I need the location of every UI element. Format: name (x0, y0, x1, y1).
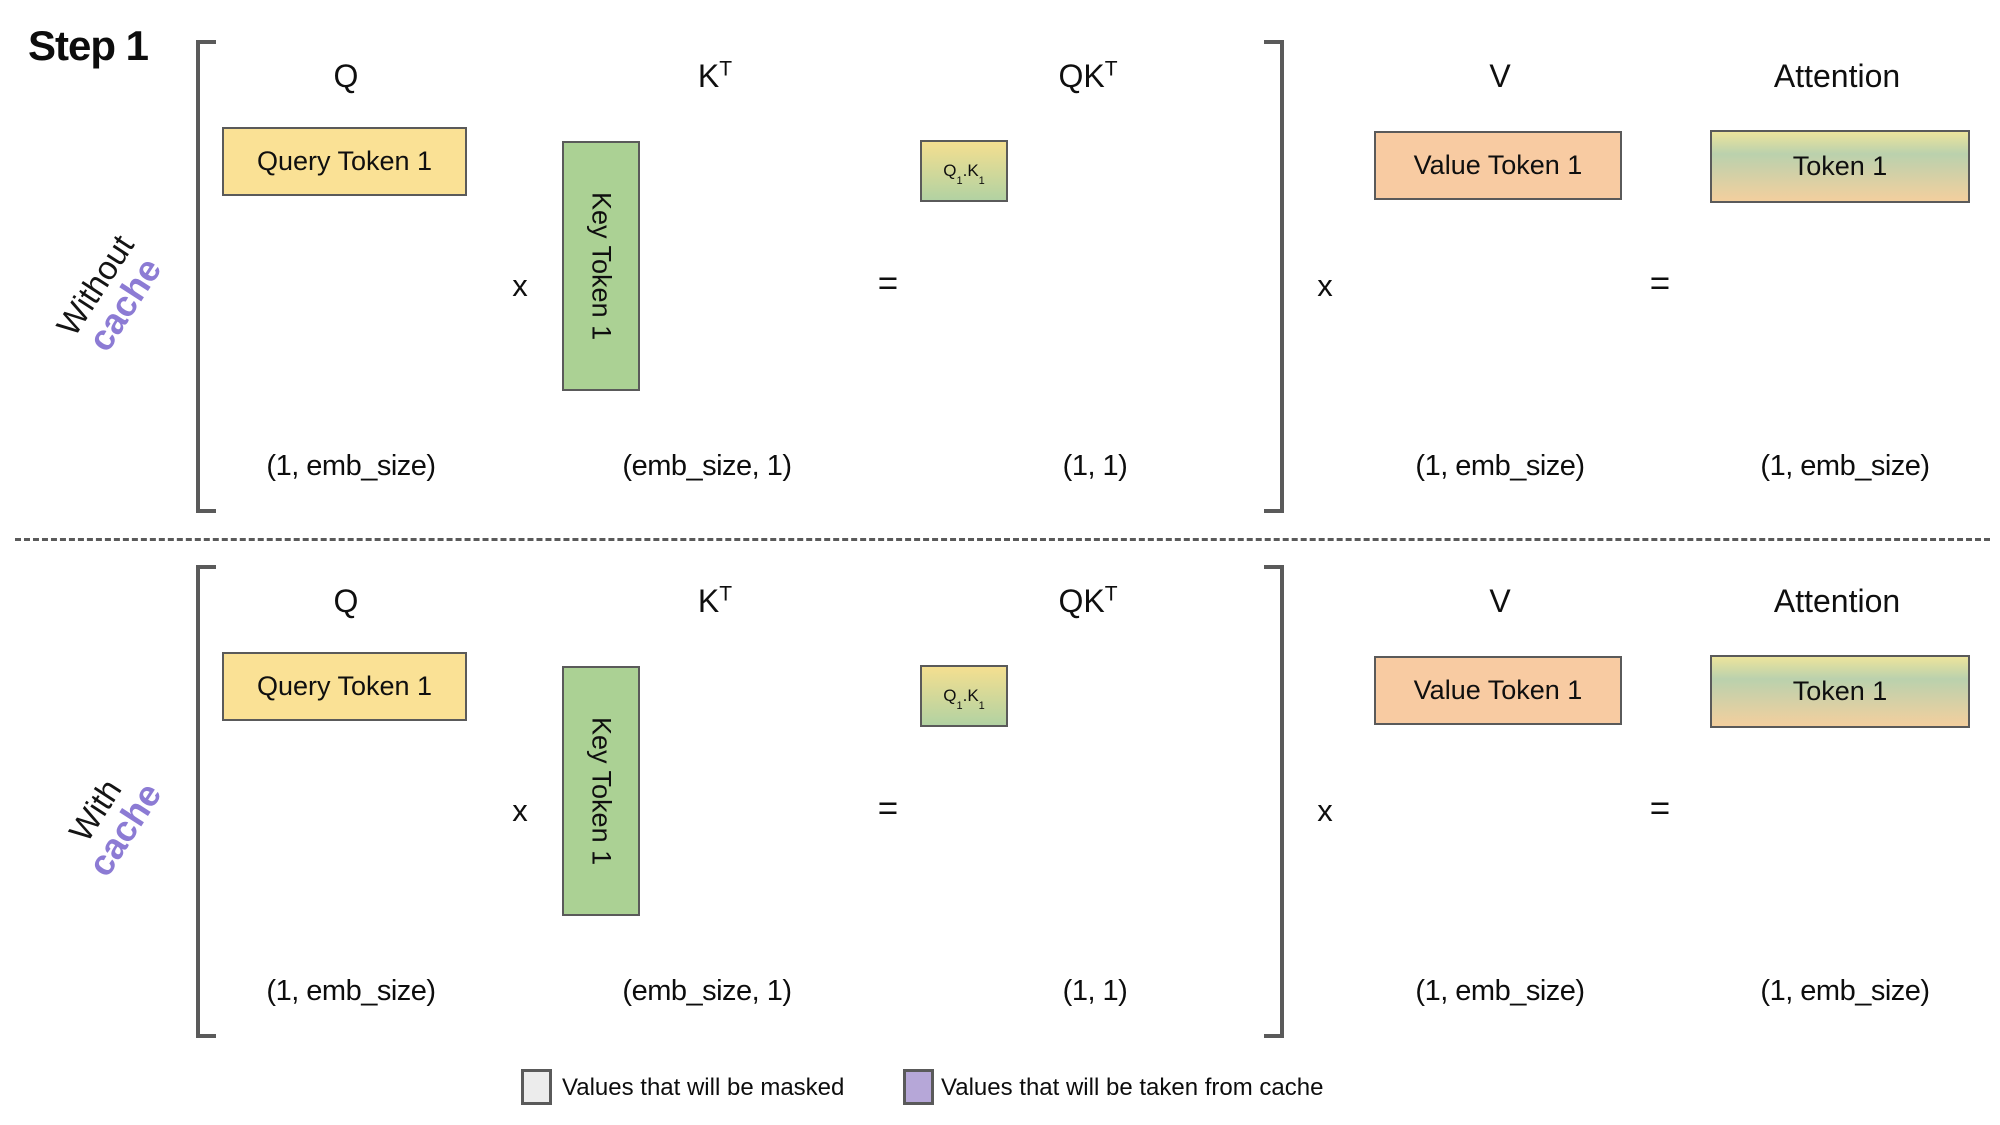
equals-operator: = (1649, 264, 1671, 303)
transpose-superscript: T (1104, 582, 1118, 606)
attention-token-box: Token 1 (1710, 130, 1970, 203)
query-token-label: Query Token 1 (256, 146, 433, 176)
qk-result-box: Q1.K1 (920, 140, 1008, 202)
multiply-operator: x (1317, 268, 1333, 303)
row-without-cache: Without cache Q KT QKT V Attention Query… (0, 0, 2000, 525)
header-q: Q (333, 58, 359, 94)
matrix-bracket-right (1264, 565, 1284, 1038)
matrix-bracket-right (1264, 40, 1284, 513)
value-token-label: Value Token 1 (1413, 150, 1583, 180)
dim-label-qk: (1, 1) (1062, 975, 1128, 1007)
matrix-bracket-left (196, 565, 216, 1038)
value-token-box: Value Token 1 (1374, 131, 1622, 200)
header-q: Q (333, 583, 359, 619)
attention-token-label: Token 1 (1792, 151, 1888, 181)
header-v: V (1489, 583, 1511, 619)
multiply-operator: x (512, 268, 528, 303)
key-token-label: Key Token 1 (586, 191, 617, 341)
header-qk-transpose: QKT (1058, 57, 1118, 94)
transpose-superscript: T (1104, 57, 1118, 81)
key-token-box: Key Token 1 (562, 666, 640, 916)
multiply-operator: x (1317, 793, 1333, 828)
header-attention: Attention (1773, 58, 1901, 94)
header-k-transpose: KT (697, 582, 733, 619)
qk-result-label: Q1.K1 (943, 686, 985, 713)
dim-label-k: (emb_size, 1) (622, 975, 792, 1007)
value-token-label: Value Token 1 (1413, 675, 1583, 705)
equals-operator: = (877, 789, 899, 828)
attention-token-label: Token 1 (1792, 676, 1888, 706)
qk-result-label: Q1.K1 (943, 161, 985, 188)
dim-label-q: (1, emb_size) (266, 450, 436, 482)
query-token-box: Query Token 1 (222, 652, 467, 721)
dim-label-attention: (1, emb_size) (1760, 450, 1930, 482)
legend-masked-label: Values that will be masked (562, 1074, 845, 1101)
legend-cache-swatch (903, 1069, 934, 1105)
dashed-separator (15, 538, 1990, 541)
header-attention: Attention (1773, 583, 1901, 619)
query-token-label: Query Token 1 (256, 671, 433, 701)
dim-label-q: (1, emb_size) (266, 975, 436, 1007)
query-token-box: Query Token 1 (222, 127, 467, 196)
dim-label-k: (emb_size, 1) (622, 450, 792, 482)
multiply-operator: x (512, 793, 528, 828)
dim-label-attention: (1, emb_size) (1760, 975, 1930, 1007)
transpose-superscript: T (719, 582, 733, 606)
attention-token-box: Token 1 (1710, 655, 1970, 728)
equals-operator: = (877, 264, 899, 303)
dim-label-v: (1, emb_size) (1415, 450, 1585, 482)
legend-cache-label: Values that will be taken from cache (941, 1074, 1324, 1101)
transpose-superscript: T (719, 57, 733, 81)
matrix-bracket-left (196, 40, 216, 513)
key-token-label: Key Token 1 (586, 716, 617, 866)
header-k-transpose: KT (697, 57, 733, 94)
header-qk-transpose: QKT (1058, 582, 1118, 619)
row-with-cache: With cache Q KT QKT V Attention Query To… (0, 525, 2000, 1050)
page-title: Step 1 (28, 22, 149, 69)
dim-label-qk: (1, 1) (1062, 450, 1128, 482)
header-v: V (1489, 58, 1511, 94)
legend-masked-swatch (521, 1069, 552, 1105)
equals-operator: = (1649, 789, 1671, 828)
qk-result-box: Q1.K1 (920, 665, 1008, 727)
value-token-box: Value Token 1 (1374, 656, 1622, 725)
key-token-box: Key Token 1 (562, 141, 640, 391)
dim-label-v: (1, emb_size) (1415, 975, 1585, 1007)
